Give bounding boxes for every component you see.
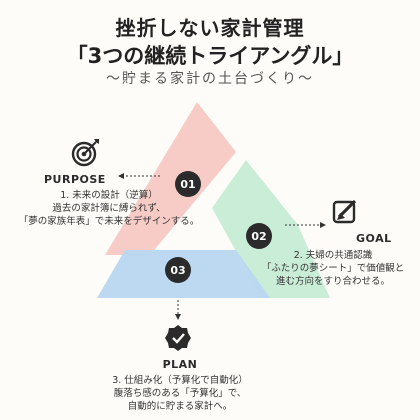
badge-01-number: 01 bbox=[180, 178, 195, 191]
purpose-line-1: 1. 未来の設計（逆算） bbox=[60, 190, 158, 201]
badge-02: 02 bbox=[246, 223, 272, 249]
purpose-description: 1. 未来の設計（逆算） 過去の家計簿に縛られず、 「夢の家族年表」で未来をデザ… bbox=[4, 189, 214, 228]
goal-line-3: 進む方向をすり合わせる。 bbox=[275, 276, 390, 287]
subtitle: 〜貯まる家計の土台づくり〜 bbox=[106, 71, 314, 87]
purpose-heading: PURPOSE bbox=[44, 173, 106, 186]
purpose-line-3: 「夢の家族年表」で未来をデザインする。 bbox=[18, 216, 200, 227]
title-line-1: 挫折しない家計管理 bbox=[115, 16, 305, 40]
segment-goal bbox=[212, 160, 330, 298]
target-icon bbox=[71, 139, 99, 167]
title-line-2: 「3つの継続トライアングル」 bbox=[66, 44, 354, 68]
plan-line-1: 3. 仕組み化（予算化で自動化） bbox=[112, 375, 248, 386]
check-badge-icon bbox=[165, 325, 191, 351]
segment-purpose bbox=[105, 102, 236, 255]
pencil-note-icon bbox=[332, 199, 357, 224]
connector-plan bbox=[175, 300, 181, 320]
badge-03-number: 03 bbox=[170, 264, 185, 277]
plan-line-2: 腹落ち感のある「予算化」で、 bbox=[113, 388, 247, 399]
goal-heading: GOAL bbox=[356, 232, 392, 245]
plan-heading: PLAN bbox=[162, 358, 198, 371]
goal-line-2: 「ふたりの夢シート」で価値観と bbox=[261, 263, 405, 274]
plan-description: 3. 仕組み化（予算化で自動化） 腹落ち感のある「予算化」で、 自動的に貯まる家… bbox=[0, 374, 360, 413]
connector-goal bbox=[285, 222, 326, 228]
purpose-line-2: 過去の家計簿に縛られず、 bbox=[52, 203, 166, 214]
plan-line-3: 自動的に貯まる家計へ。 bbox=[127, 401, 233, 412]
goal-line-1: 2. 夫婦の共通認識 bbox=[293, 250, 373, 261]
badge-02-number: 02 bbox=[251, 230, 266, 243]
goal-description: 2. 夫婦の共通認識 「ふたりの夢シート」で価値観と 進む方向をすり合わせる。 bbox=[248, 249, 418, 288]
badge-01: 01 bbox=[175, 171, 201, 197]
connector-purpose bbox=[118, 173, 160, 179]
badge-03: 03 bbox=[165, 257, 191, 283]
